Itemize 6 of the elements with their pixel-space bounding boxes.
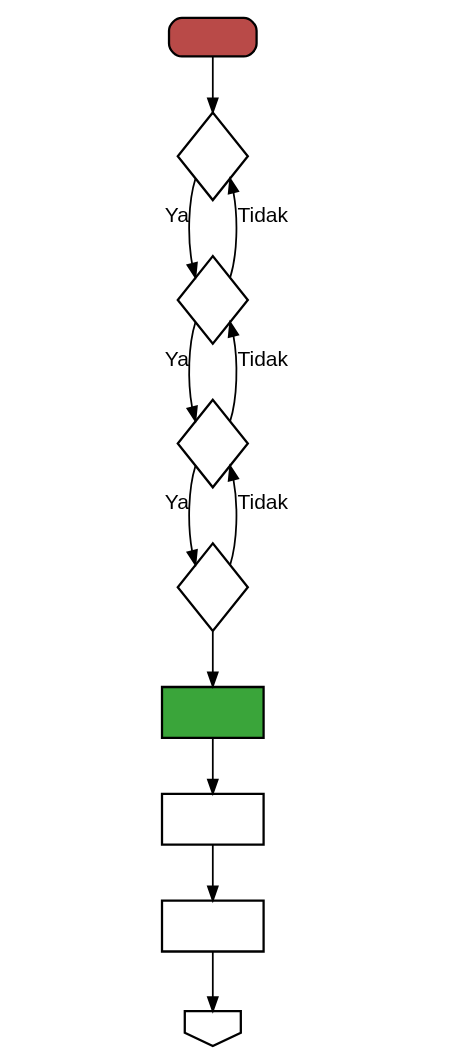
- edge-label: Ya: [164, 203, 189, 227]
- edge-label: Ya: [164, 346, 189, 370]
- edge-label: Tidak: [237, 202, 289, 226]
- edge-label: Ya: [164, 490, 189, 514]
- edge-label: Tidak: [237, 490, 289, 514]
- edge-label: Tidak: [237, 346, 289, 370]
